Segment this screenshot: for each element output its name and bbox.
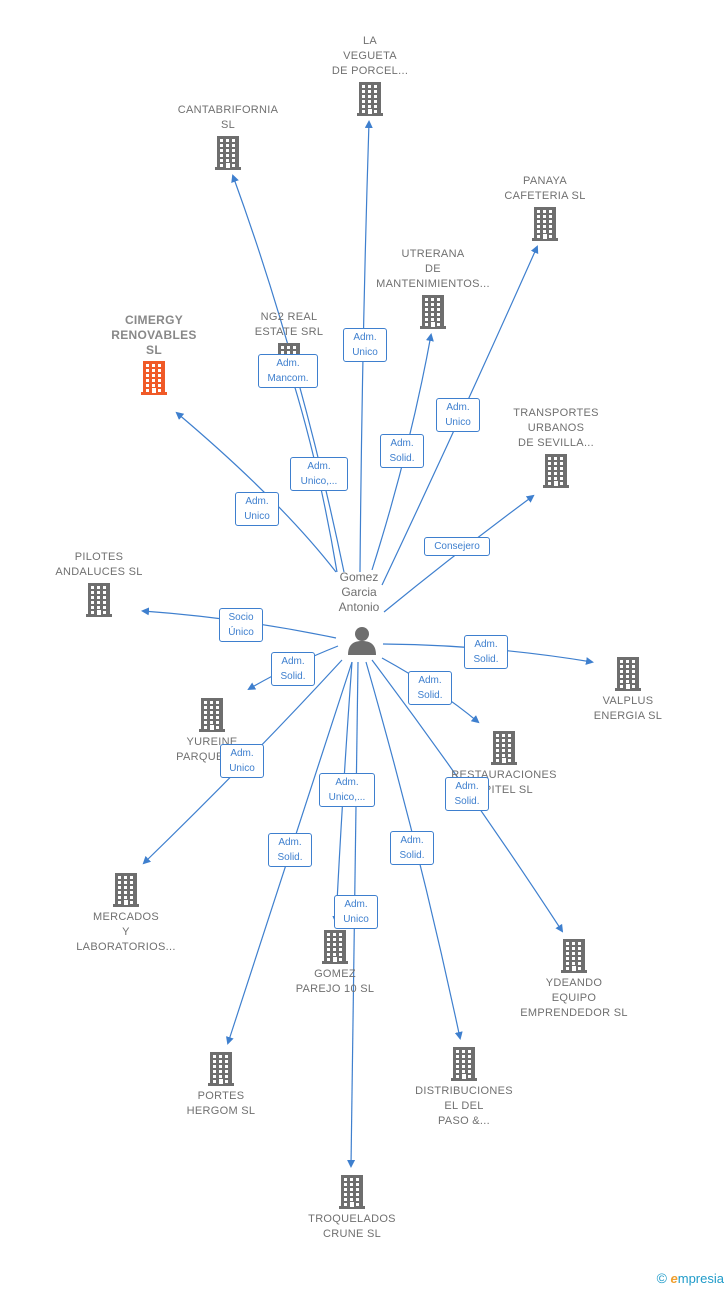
company-node-distribuciones[interactable]: DISTRIBUCIONES EL DEL PASO &... xyxy=(389,1044,539,1129)
building-icon xyxy=(339,1175,365,1209)
company-node-yureine[interactable]: YUREINE PARQUET SL xyxy=(137,695,287,765)
building-icon xyxy=(215,136,241,170)
relation-label-pilotes[interactable]: Socio Único xyxy=(219,608,263,642)
company-label[interactable]: LA VEGUETA DE PORCEL... xyxy=(331,35,409,77)
person-name[interactable]: Gomez Garcia Antonio xyxy=(338,570,380,614)
relation-label-ydeando[interactable]: Adm. Solid. xyxy=(445,777,489,811)
relation-label-utrerana[interactable]: Adm. Solid. xyxy=(380,434,424,468)
company-node-valplus[interactable]: VALPLUS ENERGIA SL xyxy=(553,654,703,724)
building-icon xyxy=(451,1047,477,1081)
building-icon xyxy=(322,930,348,964)
company-node-la-vegueta[interactable]: LA VEGUETA DE PORCEL... xyxy=(295,34,445,119)
building-icon xyxy=(615,657,641,691)
company-node-pilotes[interactable]: PILOTES ANDALUCES SL xyxy=(24,550,174,620)
copyright-icon: © xyxy=(656,1270,667,1286)
relation-label-cantabrifornia[interactable]: Adm. Mancom. xyxy=(258,354,318,388)
company-label[interactable]: UTRERANA DE MANTENIMIENTOS... xyxy=(376,248,490,290)
relation-label-portes[interactable]: Adm. Solid. xyxy=(268,833,312,867)
relation-label-restauraciones[interactable]: Adm. Solid. xyxy=(408,671,452,705)
relation-label-valplus[interactable]: Adm. Solid. xyxy=(464,635,508,669)
company-node-portes[interactable]: PORTES HERGOM SL xyxy=(146,1049,296,1119)
relation-label-cimergy[interactable]: Adm. Unico xyxy=(235,492,279,526)
company-label[interactable]: TROQUELADOS CRUNE SL xyxy=(308,1213,396,1240)
building-icon xyxy=(532,207,558,241)
relation-label-troquelados[interactable]: Adm. Unico xyxy=(334,895,378,929)
company-node-mercados[interactable]: MERCADOS Y LABORATORIOS... xyxy=(51,870,201,955)
company-node-gomez-parejo[interactable]: GOMEZ PAREJO 10 SL xyxy=(260,927,410,997)
building-icon xyxy=(420,295,446,329)
relation-label-transportes[interactable]: Consejero xyxy=(424,537,490,556)
company-label[interactable]: YUREINE PARQUET SL xyxy=(176,736,247,763)
company-label[interactable]: TRANSPORTES URBANOS DE SEVILLA... xyxy=(513,407,599,449)
company-label[interactable]: PILOTES ANDALUCES SL xyxy=(55,551,143,578)
company-node-utrerana[interactable]: UTRERANA DE MANTENIMIENTOS... xyxy=(358,247,508,332)
relation-label-ng2[interactable]: Adm. Unico,... xyxy=(290,457,348,491)
relation-label-panaya[interactable]: Adm. Unico xyxy=(436,398,480,432)
company-label[interactable]: GOMEZ PAREJO 10 SL xyxy=(295,968,375,995)
company-node-cimergy[interactable]: CIMERGY RENOVABLES SL xyxy=(79,313,229,398)
company-label[interactable]: CANTABRIFORNIA SL xyxy=(177,104,279,131)
company-label[interactable]: MERCADOS Y LABORATORIOS... xyxy=(76,911,176,953)
company-label[interactable]: YDEANDO EQUIPO EMPRENDEDOR SL xyxy=(520,977,628,1019)
building-icon xyxy=(357,82,383,116)
relation-label-gomez-parejo[interactable]: Adm. Unico,... xyxy=(319,773,375,807)
building-icon xyxy=(199,698,225,732)
building-icon xyxy=(561,939,587,973)
person-icon[interactable] xyxy=(346,624,378,656)
company-label[interactable]: PORTES HERGOM SL xyxy=(186,1090,256,1117)
company-label[interactable]: DISTRIBUCIONES EL DEL PASO &... xyxy=(415,1085,513,1127)
company-label[interactable]: VALPLUS ENERGIA SL xyxy=(593,695,663,722)
relation-label-mercados[interactable]: Adm. Unico xyxy=(220,744,264,778)
building-icon xyxy=(491,731,517,765)
building-icon xyxy=(113,873,139,907)
company-label[interactable]: CIMERGY RENOVABLES SL xyxy=(111,313,197,357)
company-node-cantabrifornia[interactable]: CANTABRIFORNIA SL xyxy=(153,103,303,173)
company-label[interactable]: NG2 REAL ESTATE SRL xyxy=(254,311,324,338)
building-icon xyxy=(208,1052,234,1086)
company-node-ydeando[interactable]: YDEANDO EQUIPO EMPRENDEDOR SL xyxy=(499,936,649,1021)
company-node-transportes[interactable]: TRANSPORTES URBANOS DE SEVILLA... xyxy=(481,406,631,491)
relation-label-distribuciones[interactable]: Adm. Solid. xyxy=(390,831,434,865)
relation-label-la-vegueta[interactable]: Adm. Unico xyxy=(343,328,387,362)
company-label[interactable]: PANAYA CAFETERIA SL xyxy=(504,175,586,202)
building-icon xyxy=(141,361,167,395)
relation-label-yureine[interactable]: Adm. Solid. xyxy=(271,652,315,686)
building-icon xyxy=(86,583,112,617)
brand-logo: © empresia xyxy=(656,1270,724,1286)
building-icon xyxy=(543,454,569,488)
company-node-troquelados[interactable]: TROQUELADOS CRUNE SL xyxy=(277,1172,427,1242)
company-node-panaya[interactable]: PANAYA CAFETERIA SL xyxy=(470,174,620,244)
